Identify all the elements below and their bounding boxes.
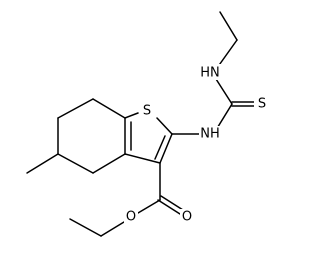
atom-label-nh-ring: NH <box>200 127 220 142</box>
bond-c2-c3-inner <box>154 135 166 160</box>
atom-bg-o-carbonyl <box>180 209 194 225</box>
bond-carbonyl-o-double-2 <box>160 195 184 211</box>
bond-s1-c2 <box>156 117 173 135</box>
bond-c4-c3a <box>92 153 126 174</box>
bond-c2-c3 <box>159 133 173 164</box>
bond-c5-c4 <box>57 153 94 174</box>
bond-o-ch2 <box>100 221 125 237</box>
bond-c3-c3a <box>124 153 161 164</box>
bond-ethyl-ch2-n <box>216 39 238 69</box>
atom-labels: HN S NH S O O <box>124 64 270 225</box>
bond-c7a-c7 <box>92 98 126 119</box>
atom-bg-nh-ethyl <box>199 64 221 80</box>
atom-label-s-thione: S <box>258 97 266 112</box>
atom-label-o-ester: O <box>126 210 136 225</box>
molecule-diagram: HN S NH S O O <box>26 11 270 237</box>
bonds <box>26 11 257 237</box>
bond-c7-c6 <box>57 98 94 119</box>
bond-c-nh-ring <box>215 103 233 131</box>
atom-bg-s-thione <box>254 96 270 112</box>
bond-carbonyl-o-ester <box>137 199 161 214</box>
bond-carbonyl-o-double-1 <box>157 199 181 215</box>
atom-bg-o-ester <box>124 209 138 225</box>
atom-label-s1: S <box>143 104 151 119</box>
bond-c7a-s1 <box>124 112 139 119</box>
atom-label-nh-ethyl: HN <box>200 66 220 81</box>
atom-bg-s1 <box>139 103 155 119</box>
bond-ch2-ch3 <box>69 218 102 237</box>
bond-ethyl-ch3-ch2 <box>219 11 238 41</box>
bond-c5-methyl <box>26 153 59 174</box>
bond-n-c-thiourea <box>215 78 233 105</box>
atom-bg-nh-ring <box>199 126 221 142</box>
atom-label-o-carbonyl: O <box>182 210 192 225</box>
